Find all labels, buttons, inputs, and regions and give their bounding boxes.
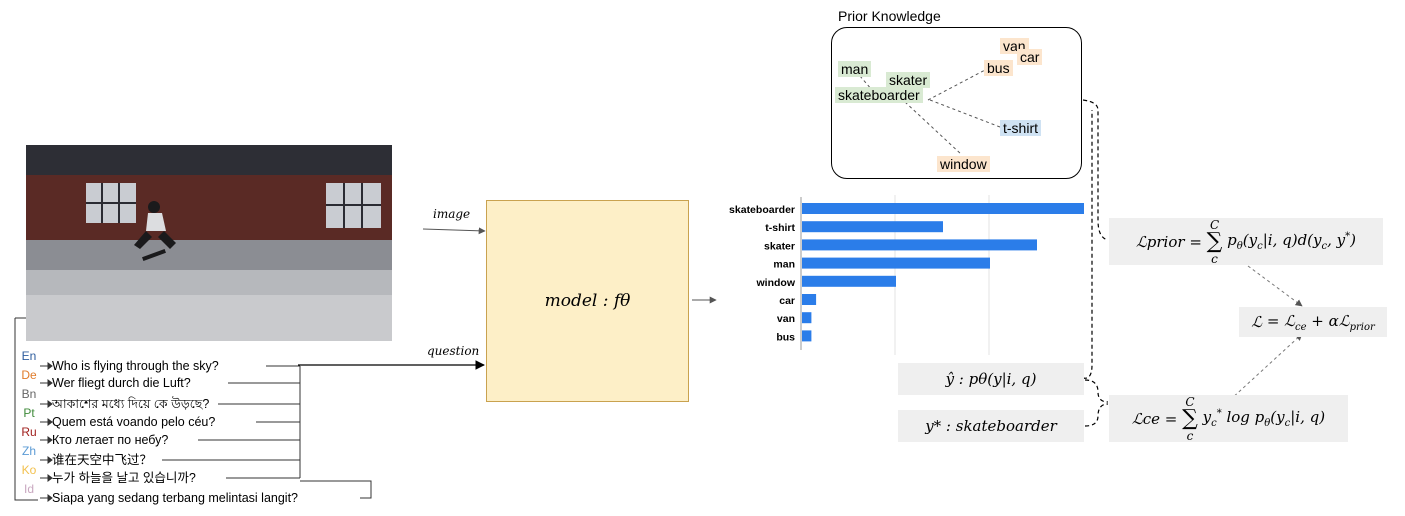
kg-node-window: window: [937, 156, 990, 172]
bar-label-van: van: [777, 313, 795, 325]
bar-label-skater: skater: [764, 240, 795, 252]
kg-node-car: car: [1017, 49, 1043, 65]
bar-car: [802, 294, 817, 305]
prediction-label: ŷ : pθ(y|i, q): [945, 370, 1037, 388]
model-label: model : fθ: [544, 291, 631, 311]
bar-van: [802, 312, 812, 324]
kg-node-skater: skater: [886, 72, 931, 88]
total-loss-lhs: ℒ: [1251, 313, 1263, 331]
target-label: y* : skateboarder: [925, 417, 1057, 435]
ce-loss-lhs: ℒce: [1131, 409, 1160, 428]
question-en: Who is flying through the sky?: [52, 359, 219, 373]
total-loss-formula: ℒ = ℒce + αℒprior: [1239, 307, 1387, 337]
lang-tag-bn: Bn: [21, 387, 37, 401]
question-zh: 谁在天空中飞过？: [52, 453, 153, 467]
bar-window: [802, 275, 896, 287]
lang-tag-pt: Pt: [23, 406, 35, 420]
kg-node-skateboarder: skateboarder: [835, 87, 923, 103]
prior-sum-top: C: [1209, 217, 1220, 232]
skateboarder-photo: [26, 145, 392, 341]
bar-man: [802, 257, 990, 269]
model-box: model : fθ: [486, 200, 689, 402]
bar-skateboarder: [802, 203, 1084, 214]
question-bn: আকাশের মধ্যে দিয়ে কে উড়ছে?: [52, 397, 210, 411]
ce-sum-bottom: c: [1186, 428, 1194, 443]
lang-tag-de: De: [21, 368, 37, 382]
ce-sum-top: C: [1185, 394, 1195, 409]
bar-label-window: window: [756, 277, 796, 289]
prior-knowledge-title: Prior Knowledge: [838, 8, 941, 24]
prior-loss-formula: ℒprior = C ∑ c pθ(yc|i, q)d(yc, y*): [1109, 218, 1383, 265]
bar-t-shirt: [802, 221, 943, 233]
bar-label-t-shirt: t-shirt: [765, 222, 795, 234]
kg-node-bus: bus: [984, 60, 1013, 76]
question-bracket: [14, 317, 372, 501]
question-ru: Кто летает по небу?: [52, 433, 169, 447]
bar-bus: [802, 330, 812, 342]
lang-tag-ru: Ru: [21, 425, 37, 439]
lang-tag-zh: Zh: [21, 444, 36, 458]
question-edge-label: question: [427, 344, 480, 358]
prior-loss-lhs: ℒprior: [1135, 232, 1185, 251]
prior-sum-bottom: c: [1211, 251, 1218, 266]
bar-skater: [802, 239, 1037, 251]
question-de: Wer fliegt durch die Luft?: [52, 376, 191, 390]
lang-tag-id: Id: [23, 482, 34, 496]
bar-label-man: man: [773, 259, 795, 271]
bar-label-skateboarder: skateboarder: [729, 204, 795, 216]
formula-arrows: [1229, 265, 1303, 401]
prediction-box: ŷ : pθ(y|i, q): [898, 363, 1084, 395]
kg-node-tshirt: t-shirt: [1000, 120, 1041, 136]
question-ko: 누가 하늘을 날고 있습니까?: [52, 471, 196, 485]
loss-links: [1082, 99, 1109, 427]
ce-loss-formula: ℒce = C ∑ c yc* log pθ(yc|i, q): [1109, 395, 1348, 442]
prediction-bar-chart: skateboarder t-shirt skater man window car van…: [729, 195, 1084, 355]
question-id: Siapa yang sedang terbang melintasi lang…: [52, 491, 299, 505]
image-edge-label: image: [433, 207, 471, 221]
bar-label-car: car: [779, 295, 795, 307]
target-box: y* : skateboarder: [898, 410, 1084, 442]
image-arrow: [422, 227, 486, 235]
lang-tag-ko: Ko: [21, 463, 37, 477]
kg-node-man: man: [838, 61, 872, 77]
bar-label-bus: bus: [776, 331, 795, 343]
lang-tag-en: En: [21, 349, 37, 363]
question-pt: Quem está voando pelo céu?: [52, 415, 216, 429]
lang-arrows: [40, 362, 53, 502]
prior-knowledge-box: [831, 27, 1082, 179]
